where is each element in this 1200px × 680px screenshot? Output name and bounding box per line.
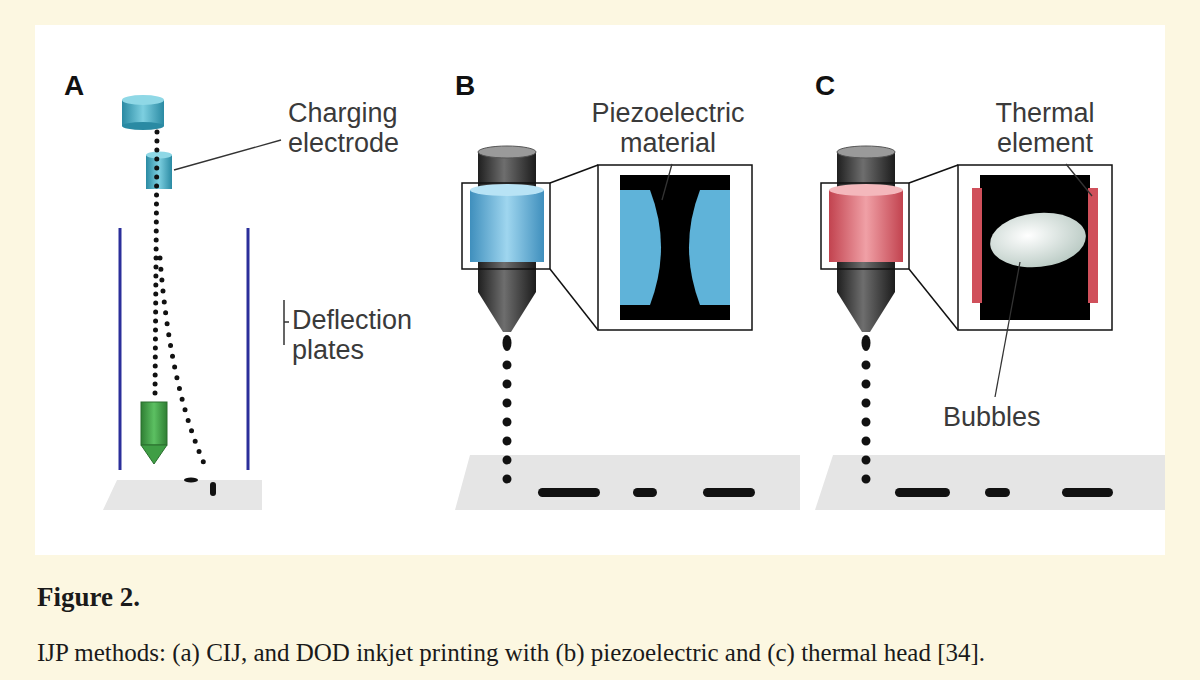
printed-line: [985, 488, 1010, 497]
thermal-band: [829, 190, 903, 262]
piezo-element: [689, 190, 730, 305]
ink-channel: [620, 175, 730, 320]
leader-line: [995, 262, 1020, 397]
leader-line: [662, 164, 672, 200]
zoom-frame: [821, 183, 909, 269]
panel-letter: A: [64, 70, 108, 102]
piezo-element: [620, 190, 661, 305]
deflected-drop-stream: [160, 258, 207, 470]
drop-stream: [503, 365, 512, 498]
figure-title: Figure 2.: [37, 581, 1157, 613]
nozzle-tip: [837, 292, 895, 332]
part-label: Charging electrode: [288, 98, 448, 158]
piezo-band-top: [470, 184, 544, 196]
leader-line: [1066, 164, 1092, 196]
thermal-element-symbol: [1088, 188, 1098, 303]
zoom-line: [550, 165, 598, 183]
part-label: Bubbles: [943, 402, 1083, 432]
deflection-plate: [247, 228, 250, 470]
thermal-illustration: [815, 146, 1165, 510]
leader-line: [174, 140, 281, 170]
figure-panel: [35, 25, 1165, 555]
figure-caption: IJP methods: (a) CIJ, and DOD inkjet pri…: [37, 638, 1167, 668]
printed-line: [633, 488, 657, 497]
printed-line: [1062, 488, 1113, 497]
part-label: Thermal element: [965, 98, 1125, 158]
zoom-line: [550, 269, 598, 330]
inset-frame: [598, 165, 752, 330]
drop: [503, 335, 512, 351]
drop-stream: [862, 365, 871, 498]
cij-illustration: [103, 95, 289, 510]
nozzle-head-bottom: [122, 122, 164, 130]
bracket: [284, 300, 289, 345]
electrode-top: [146, 152, 172, 159]
gutter-tip: [141, 445, 167, 464]
zoom-frame: [462, 183, 550, 269]
nozzle-head-top: [122, 95, 164, 105]
panel-letter: B: [455, 70, 499, 102]
substrate: [103, 480, 262, 510]
drop: [862, 335, 871, 351]
zoom-line: [909, 165, 958, 183]
printed-dot: [210, 482, 216, 496]
nozzle-tip: [478, 292, 536, 332]
thermal-band-top: [829, 184, 903, 196]
nozzle-top: [837, 146, 895, 158]
vapor-bubble: [987, 208, 1088, 272]
part-label: Piezoelectric material: [558, 98, 778, 158]
part-label: Deflection plates: [292, 305, 452, 365]
piezo-band: [470, 190, 544, 262]
drop-stream: [155, 132, 157, 396]
zoom-line: [909, 269, 958, 330]
piezo-illustration: [455, 146, 800, 510]
printed-dot: [184, 478, 198, 483]
gutter-body: [141, 402, 167, 445]
thermal-element-symbol: [972, 188, 982, 303]
printed-line: [703, 488, 755, 497]
nozzle-top: [478, 146, 536, 158]
printed-line: [895, 488, 950, 497]
deflection-plate: [119, 228, 122, 470]
ink-channel: [980, 175, 1090, 320]
panel-letter: C: [815, 70, 859, 102]
printed-line: [538, 488, 600, 497]
inset-frame: [958, 165, 1112, 330]
